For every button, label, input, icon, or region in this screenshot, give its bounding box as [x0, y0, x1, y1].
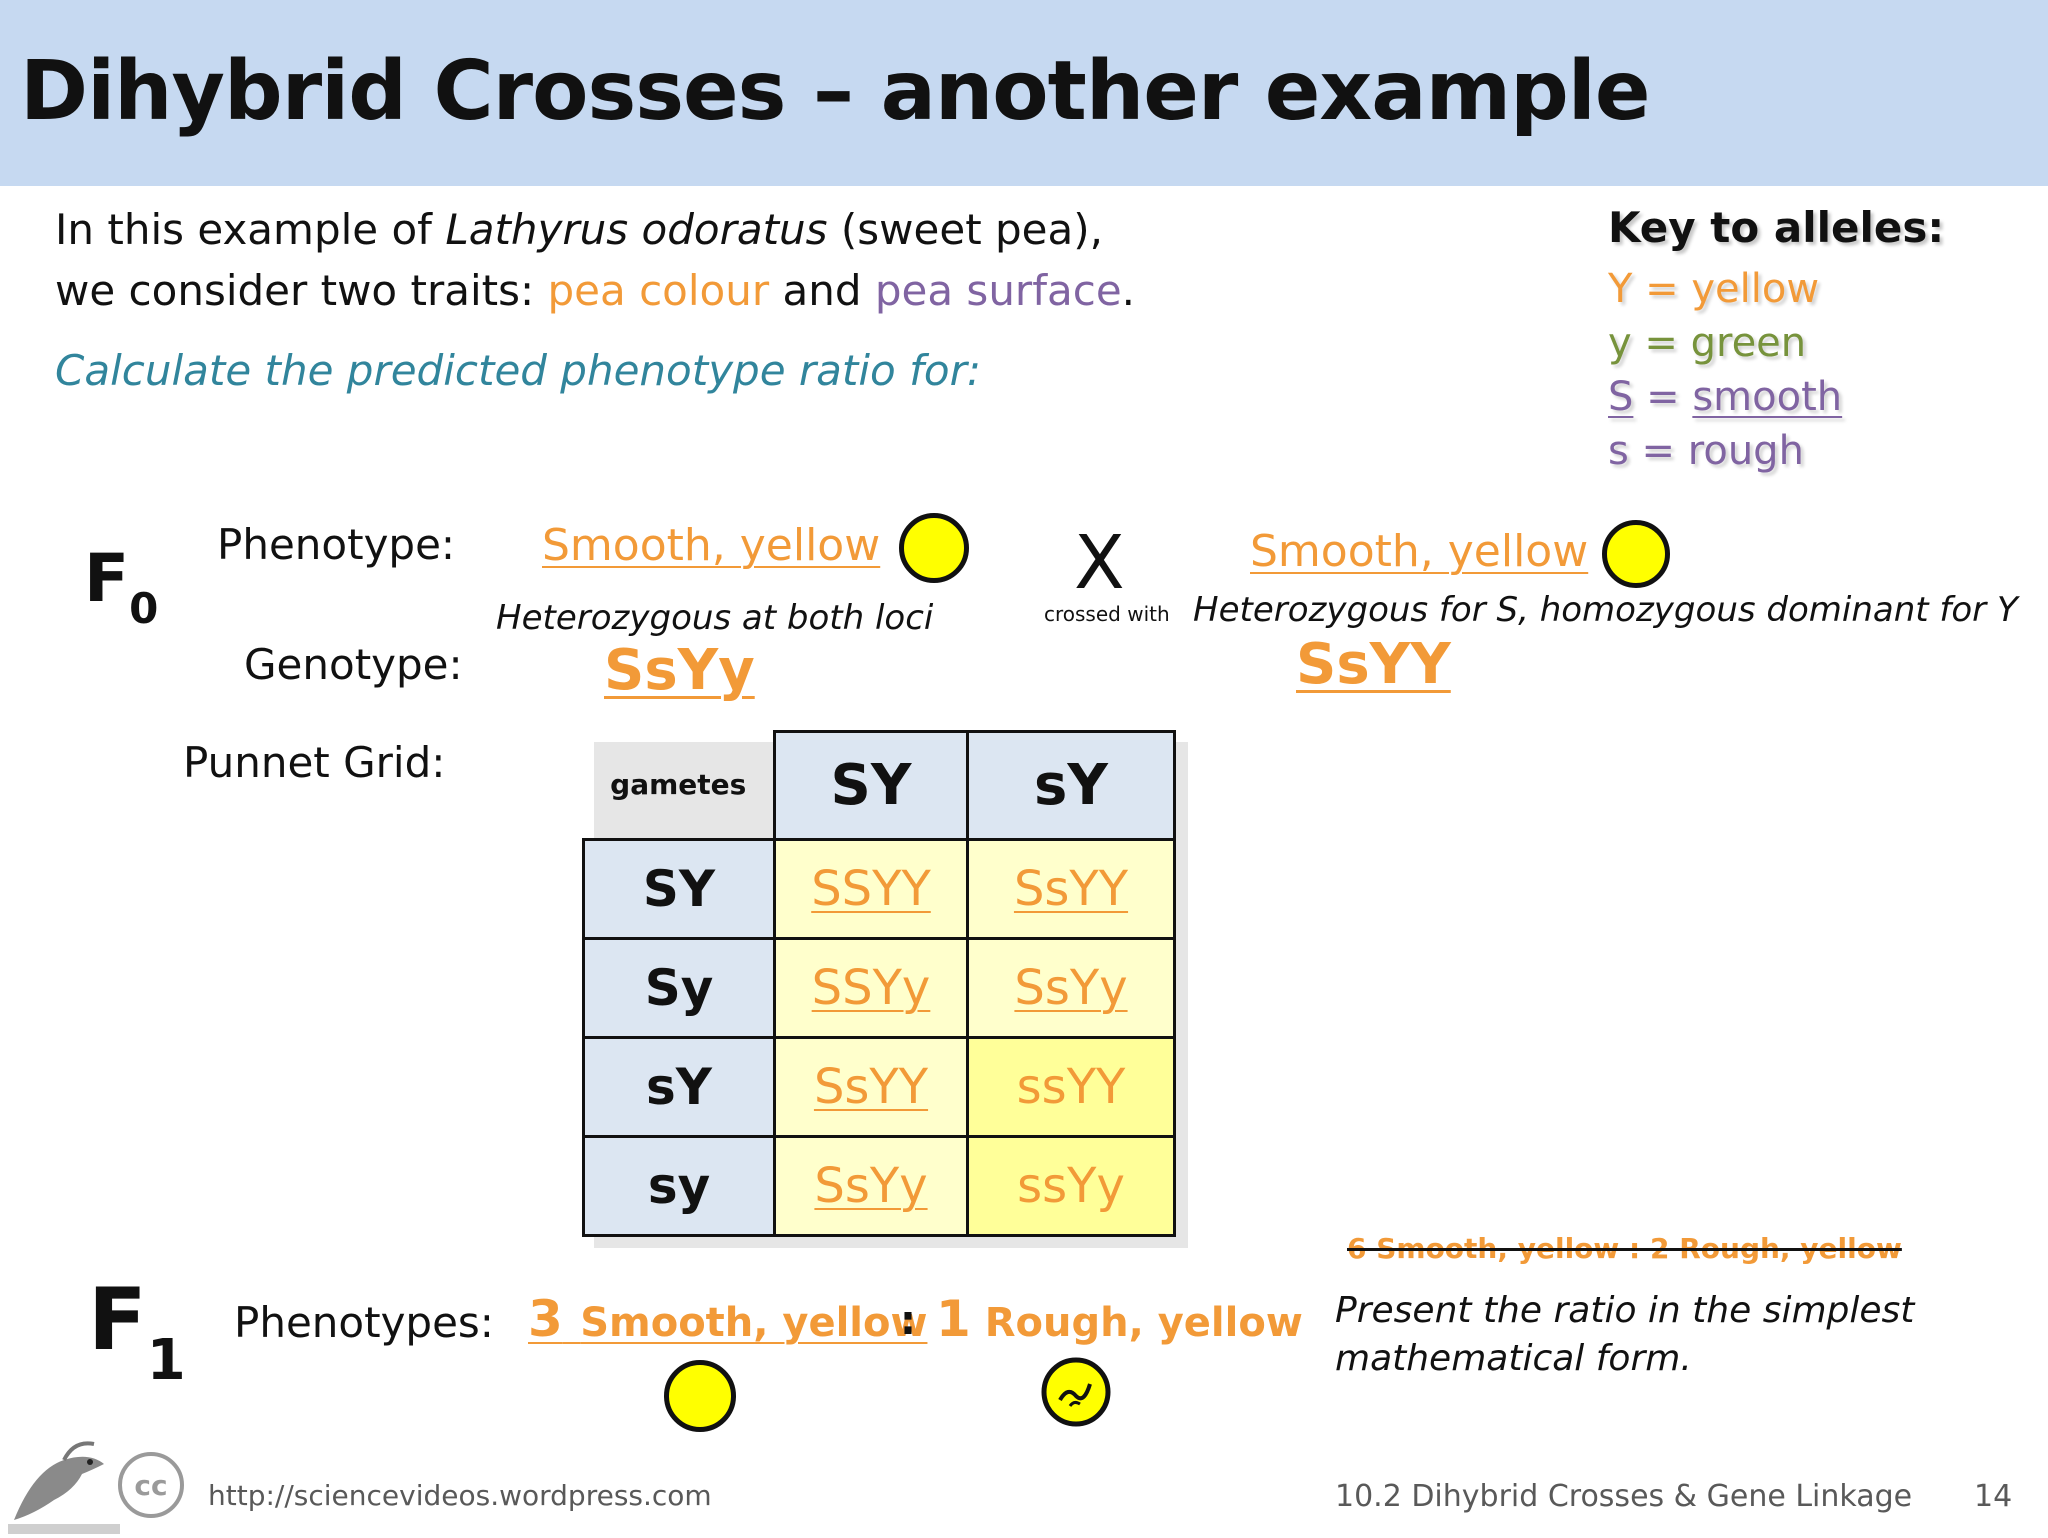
- gametes-label: gametes: [610, 768, 747, 802]
- f1-subscript: 1: [146, 1328, 186, 1393]
- rough-yellow-pea-icon: [1040, 1356, 1112, 1428]
- grid-cell: ssYY: [966, 1036, 1176, 1138]
- grid-cell: SsYY: [966, 838, 1176, 940]
- parent1-genotype: SsYy: [604, 638, 755, 703]
- page-number: 14: [1974, 1479, 2013, 1514]
- key-yellow: Y = yellow: [1608, 266, 1820, 312]
- f0-label: F0: [84, 540, 158, 633]
- ratio-rough-yellow: 1 Rough, yellow: [936, 1290, 1303, 1348]
- title-band: [0, 0, 2048, 186]
- smooth-yellow-pea-icon: [664, 1360, 736, 1432]
- yellow-pea-icon: [1602, 520, 1670, 588]
- species-name: Lathyrus odoratus: [445, 205, 828, 254]
- f0-subscript: 0: [129, 584, 159, 633]
- cc-license-icon: cc: [118, 1452, 184, 1518]
- parent2-genotype: SsYY: [1296, 632, 1451, 697]
- key-rough: s = rough: [1608, 428, 1804, 474]
- grid-cell: SsYY: [773, 1036, 969, 1138]
- intro-line-1: In this example of Lathyrus odoratus (sw…: [55, 205, 1103, 254]
- yellow-pea-icon: [899, 513, 969, 583]
- row-header: sy: [582, 1135, 776, 1237]
- ratio2-text: Rough, yellow: [984, 1300, 1303, 1346]
- key-title: Key to alleles:: [1608, 203, 1945, 252]
- footer-url[interactable]: http://sciencevideos.wordpress.com: [208, 1479, 712, 1512]
- parent2-note: Heterozygous for S, homozygous dominant …: [1193, 590, 2018, 630]
- grid-row: Sy SSYy SsYy: [582, 937, 1176, 1039]
- crossed-out-ratio: 6 Smooth, yellow : 2 Rough, yellow: [1347, 1232, 1902, 1265]
- key-smooth-eq: =: [1633, 374, 1693, 420]
- phenotypes-label: Phenotypes:: [234, 1298, 494, 1347]
- trait-surface: pea surface: [874, 266, 1122, 315]
- col-header: SY: [773, 730, 969, 841]
- grid-header-row: gametes SY sY: [584, 730, 1176, 841]
- lizard-logo-icon: [4, 1430, 124, 1534]
- crossed-with-text: crossed with: [1044, 602, 1170, 626]
- f1-letter: F: [88, 1270, 147, 1370]
- grid-cell: SSYY: [773, 838, 969, 940]
- intro-text: .: [1121, 266, 1136, 315]
- key-smooth: S = smooth: [1608, 374, 1842, 420]
- grid-row: SY SSYY SsYY: [582, 838, 1176, 940]
- punnet-label: Punnet Grid:: [183, 738, 446, 787]
- row-header: sY: [582, 1036, 776, 1138]
- intro-line-2: we consider two traits: pea colour and p…: [55, 266, 1135, 315]
- grid-row: sy SsYy ssYy: [582, 1135, 1176, 1237]
- intro-text: and: [769, 266, 875, 315]
- row-header: SY: [582, 838, 776, 940]
- grid-cell: SSYy: [773, 937, 969, 1039]
- ratio1-text: Smooth, yellow: [580, 1300, 928, 1346]
- trait-colour: pea colour: [547, 266, 770, 315]
- ratio1-number: 3: [528, 1290, 563, 1348]
- key-green: y = green: [1608, 320, 1807, 366]
- grid-row: sY SsYY ssYY: [582, 1036, 1176, 1138]
- f1-label: F1: [88, 1270, 186, 1393]
- slide-title: Dihybrid Crosses – another example: [20, 44, 1651, 139]
- parent1-note: Heterozygous at both loci: [496, 598, 934, 638]
- ratio2-number: 1: [936, 1290, 971, 1348]
- intro-text: (sweet pea),: [827, 205, 1103, 254]
- f0-letter: F: [84, 540, 130, 617]
- row-header: Sy: [582, 937, 776, 1039]
- note-line-1: Present the ratio in the simplest: [1335, 1290, 1915, 1331]
- key-smooth-letter: S: [1608, 374, 1634, 420]
- grid-cell: SsYy: [773, 1135, 969, 1237]
- col-header: sY: [966, 730, 1176, 841]
- instruction: Calculate the predicted phenotype ratio …: [55, 346, 981, 395]
- footer-course: 10.2 Dihybrid Crosses & Gene Linkage: [1335, 1479, 1913, 1514]
- phenotype-label: Phenotype:: [217, 520, 456, 569]
- key-smooth-word: smooth: [1692, 374, 1843, 420]
- ratio-separator: :: [900, 1298, 916, 1344]
- parent1-phenotype: Smooth, yellow: [542, 520, 881, 571]
- intro-text: we consider two traits:: [55, 266, 548, 315]
- punnet-grid: gametes SY sY SY SSYY SsYY Sy SSYy SsYy …: [582, 730, 1176, 1237]
- grid-cell: SsYy: [966, 937, 1176, 1039]
- ratio-smooth-yellow: 3 Smooth, yellow: [528, 1290, 927, 1348]
- grid-cell: ssYy: [966, 1135, 1176, 1237]
- cross-icon: X: [1074, 520, 1125, 606]
- intro-text: In this example of: [55, 205, 446, 254]
- genotype-label: Genotype:: [244, 640, 463, 689]
- parent2-phenotype: Smooth, yellow: [1250, 526, 1589, 577]
- note-line-2: mathematical form.: [1335, 1338, 1692, 1379]
